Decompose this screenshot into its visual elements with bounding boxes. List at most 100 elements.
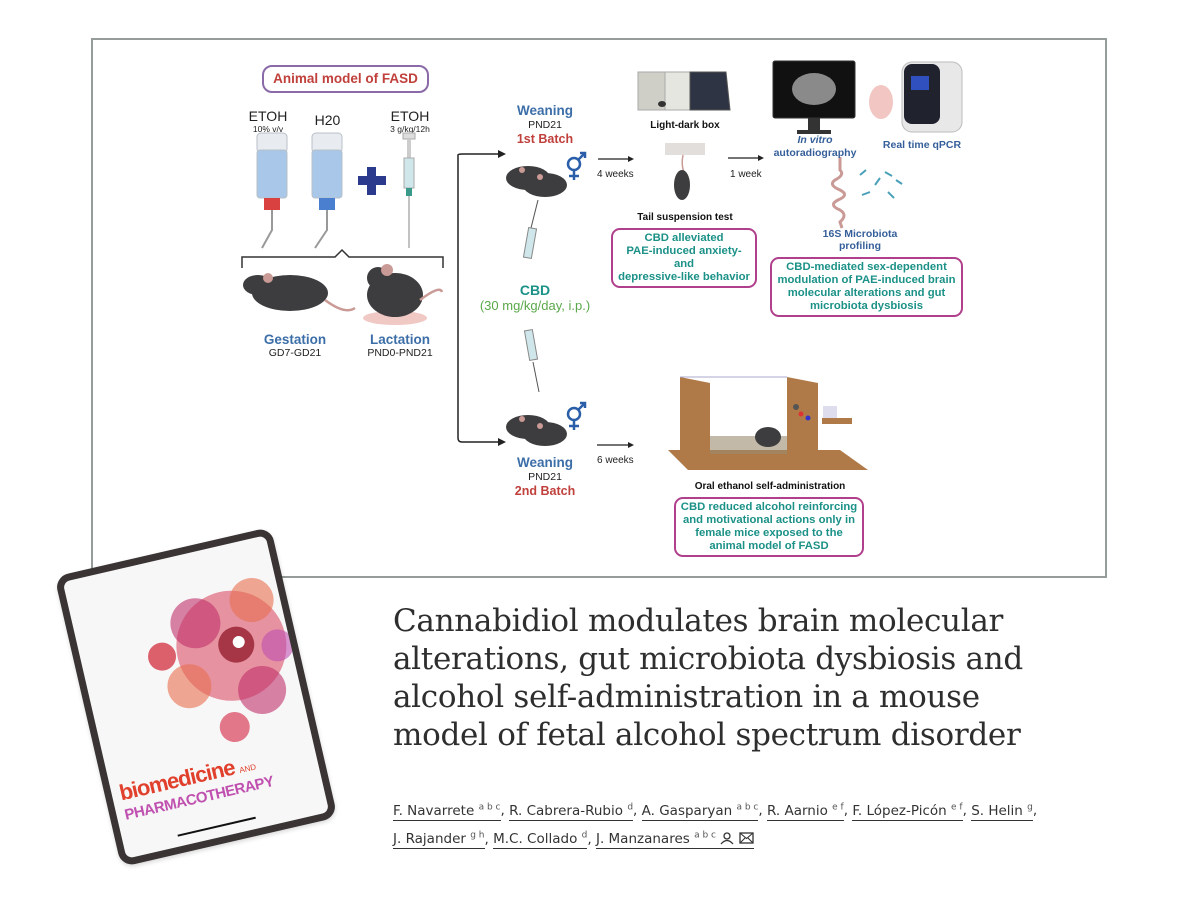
batch2-name: 2nd Batch: [514, 484, 576, 498]
author-name: J. Rajander: [393, 831, 466, 847]
separator: ,: [758, 802, 763, 819]
tail-suspension-icon: [665, 143, 705, 200]
author-link[interactable]: R. Aarnio e f: [766, 802, 844, 821]
gestation-days: GD7-GD21: [268, 347, 322, 359]
oral-ethanol-caption: Oral ethanol self-administration: [694, 481, 846, 492]
graphical-abstract-illustrations: [241, 60, 963, 470]
tail-suspension-caption: Tail suspension test: [637, 212, 733, 223]
author-name: J. Manzanares: [595, 831, 690, 847]
home-indicator: [177, 816, 256, 837]
author-link[interactable]: S. Helin g: [971, 802, 1033, 821]
author-link[interactable]: R. Cabrera-Rubio d: [509, 802, 634, 821]
h2o-bottle-label: H20: [314, 112, 341, 128]
light-dark-box-icon: [637, 71, 731, 111]
outcome-behavior: CBD alleviated PAE-induced anxiety- and …: [611, 228, 757, 288]
etoh-injection-dose: 3 g/kg/12h: [390, 124, 430, 134]
qpcr-machine-icon: [901, 61, 963, 133]
title-line: alterations, gut microbiota dysbiosis an…: [393, 641, 1023, 677]
author-link[interactable]: J. Manzanares a b c: [595, 830, 754, 849]
outcome-line: depressive-like behavior: [618, 271, 750, 283]
outcome-line: CBD-mediated sex-dependent: [786, 261, 947, 273]
outcome-line: animal model of FASD: [709, 540, 829, 552]
title-line: Cannabidiol modulates brain molecular: [393, 603, 1004, 639]
gestation-title: Gestation: [263, 332, 327, 347]
batch2-pnd: PND21: [528, 471, 562, 483]
cbd-title: CBD: [519, 282, 551, 298]
author-list: F. Navarrete a b c, R. Cabrera-Rubio d, …: [393, 795, 1093, 852]
plus-icon: [358, 167, 386, 195]
outcome-line: molecular alterations and gut: [787, 287, 946, 299]
separator: ,: [484, 831, 489, 847]
outcome-line: microbiota dysbiosis: [810, 300, 923, 312]
author-name: A. Gasparyan: [641, 802, 733, 819]
light-dark-box-caption: Light-dark box: [650, 120, 720, 131]
mice-batch2-icon: [506, 415, 567, 446]
outcome-line: CBD alleviated: [644, 232, 724, 244]
etoh-bottle-label: ETOH 10% v/v: [243, 108, 293, 134]
author-affiliation: a b c: [694, 830, 716, 841]
bacteria-icon: [859, 169, 903, 199]
title-line: model of fetal alcohol spectrum disorder: [393, 717, 1021, 753]
author-affiliation: a b c: [478, 802, 501, 812]
sex-symbol-icon-batch2: [566, 401, 587, 430]
batch2-weaning: Weaning: [516, 455, 573, 470]
article-title: Cannabidiol modulates brain molecular al…: [393, 602, 1113, 754]
separator: ,: [633, 802, 638, 819]
title-line: alcohol self-administration in a mouse: [393, 679, 980, 715]
in-vitro-label: In vitro: [797, 134, 833, 146]
outcome-alcohol: CBD reduced alcohol reinforcing and moti…: [674, 497, 864, 557]
author-link[interactable]: A. Gasparyan a b c: [641, 802, 759, 821]
cbd-syringe-bottom-icon: [523, 328, 540, 393]
separator: ,: [1032, 802, 1038, 819]
lactation-label: Lactation PND0-PND21: [350, 332, 450, 359]
cbd-dose: (30 mg/kg/day, i.p.): [479, 298, 591, 313]
outcome-brain-microbiota: CBD-mediated sex-dependent modulation of…: [770, 257, 963, 317]
outcome-line: and motivational actions only in: [683, 514, 855, 526]
author-affiliation: d: [627, 802, 634, 812]
author-link[interactable]: M.C. Collado d: [493, 830, 588, 849]
microbiota-caption: 16S Microbiota profiling: [800, 228, 920, 252]
batch1-weaning: Weaning: [516, 103, 573, 118]
branch-arrow: [457, 153, 498, 443]
arrow-6-weeks: [597, 442, 634, 448]
etoh-label: ETOH: [248, 108, 288, 124]
etoh-injection-label: ETOH 3 g/kg/12h: [380, 108, 440, 134]
author-affiliation: e f: [951, 802, 963, 812]
sex-symbol-icon-batch1: [566, 151, 587, 180]
intestine-icon: [830, 157, 846, 229]
water-bottle-icon: [311, 132, 343, 249]
email-icon[interactable]: [738, 832, 754, 844]
separator: ,: [962, 802, 967, 819]
author-link[interactable]: J. Rajander g h: [393, 831, 485, 849]
label-6-weeks: 6 weeks: [597, 455, 634, 466]
gestation-label: Gestation GD7-GD21: [245, 332, 345, 359]
qpcr-caption: Real time qPCR: [882, 139, 962, 151]
pregnant-mouse-icon: [243, 273, 356, 312]
label-1-week: 1 week: [730, 169, 762, 180]
etoh-injection-title: ETOH: [390, 108, 430, 124]
outcome-line: CBD reduced alcohol reinforcing: [680, 501, 858, 513]
bracket-divider: [241, 248, 444, 268]
autoradiography-monitor-icon: [772, 60, 856, 134]
cbd-treatment-label: CBD (30 mg/kg/day, i.p.): [460, 282, 610, 313]
author-affiliation: e f: [832, 802, 844, 812]
microbiota-label-1: 16S Microbiota: [822, 228, 898, 240]
author-name: S. Helin: [971, 802, 1023, 819]
syringe-icon: [402, 132, 416, 248]
operant-chamber-icon: [668, 376, 868, 470]
arrow-4-weeks: [598, 156, 634, 162]
batch1-name: 1st Batch: [516, 132, 574, 146]
author-name: F. López-Picón: [852, 802, 947, 819]
separator: ,: [587, 831, 592, 847]
author-link[interactable]: F. Navarrete a b c: [393, 802, 501, 821]
arrow-1-week: [728, 155, 764, 161]
cover-title: biomedicine AND PHARMACOTHERAPY: [117, 751, 276, 825]
author-affiliation: d: [581, 830, 588, 841]
animal-model-label: Animal model of FASD: [262, 65, 429, 93]
author-link[interactable]: F. López-Picón e f: [852, 802, 963, 821]
author-name: R. Aarnio: [766, 802, 828, 819]
person-icon[interactable]: [720, 832, 734, 845]
batch1-label: Weaning PND21 1st Batch: [500, 103, 590, 147]
cbd-syringe-top-icon: [522, 199, 539, 260]
journal-cover-tablet[interactable]: biomedicine AND PHARMACOTHERAPY: [54, 526, 338, 868]
